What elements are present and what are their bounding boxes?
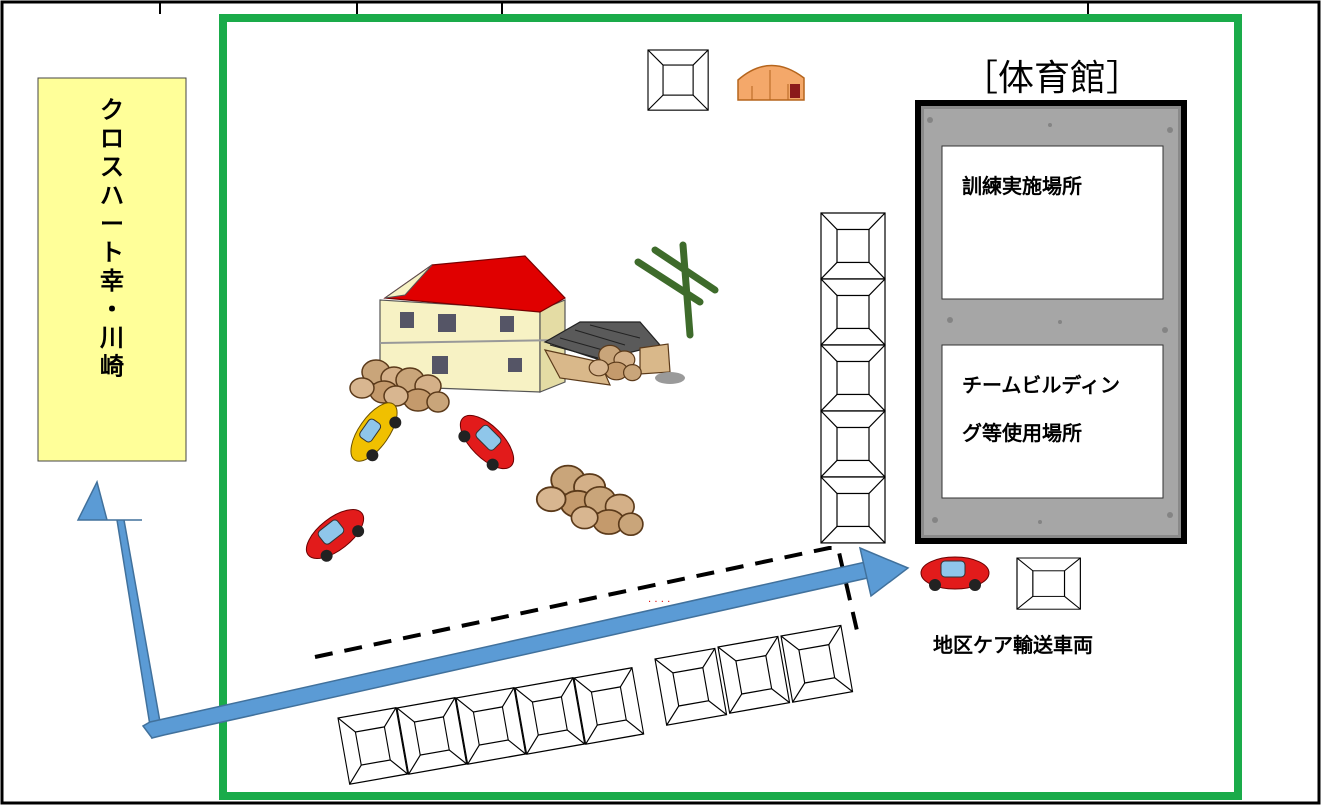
- cross-heart-label: クロスハート幸・川崎: [100, 96, 124, 381]
- tent-row-upper: [654, 624, 854, 726]
- cross-heart-label-char: ス: [100, 153, 124, 181]
- gym-title: ［体育館］: [962, 58, 1142, 99]
- red-car-icon: [297, 499, 374, 570]
- cross-heart-building: クロスハート幸・川崎: [37, 77, 187, 462]
- transport-vehicle-icon: [920, 556, 990, 592]
- collapsed-house-icon: [543, 321, 685, 386]
- cross-heart-label-char: 幸: [100, 267, 124, 295]
- tent-column: [820, 212, 886, 544]
- svg-text:· · · ·: · · · ·: [648, 597, 670, 608]
- gym-area-label-line: 訓練実施場所: [962, 174, 1082, 198]
- cross-heart-label-char: ー: [100, 210, 124, 238]
- training-area-label: 訓練実施場所: [962, 174, 1082, 198]
- team-building-area: [941, 344, 1164, 499]
- fallen-utility-pole-icon: [634, 241, 719, 339]
- gym-area-label-line: チームビルディン: [962, 373, 1120, 397]
- cross-heart-label-char: ・: [100, 296, 124, 324]
- team-building-area-label: チームビルディング等使用場所: [962, 373, 1120, 445]
- tent-icon: [1016, 557, 1081, 610]
- cross-heart-label-char: ト: [100, 239, 124, 267]
- tent-icon: [647, 49, 709, 111]
- cross-heart-label-char: 崎: [100, 353, 124, 381]
- vehicle-label: 地区ケア輸送車両: [933, 633, 1093, 657]
- cross-heart-label-char: ク: [100, 96, 124, 124]
- route-arrow: [76, 479, 910, 740]
- red-car-icon: [449, 406, 523, 480]
- gym-area-label-line: グ等使用場所: [962, 421, 1082, 445]
- taxi-car-icon: [350, 402, 402, 462]
- cross-heart-label-char: ロ: [100, 125, 124, 153]
- dashed-route: [314, 546, 860, 659]
- house-icon: [379, 255, 566, 393]
- training-area: [941, 145, 1164, 300]
- cross-heart-label-char: ハ: [100, 182, 124, 210]
- cross-heart-label-char: 川: [100, 324, 124, 352]
- site-boundary: [219, 14, 1242, 800]
- gymnasium: ［体育館］ 訓練実施場所 チームビルディング等使用場所: [915, 58, 1187, 544]
- dome-shelter-icon: [737, 64, 805, 101]
